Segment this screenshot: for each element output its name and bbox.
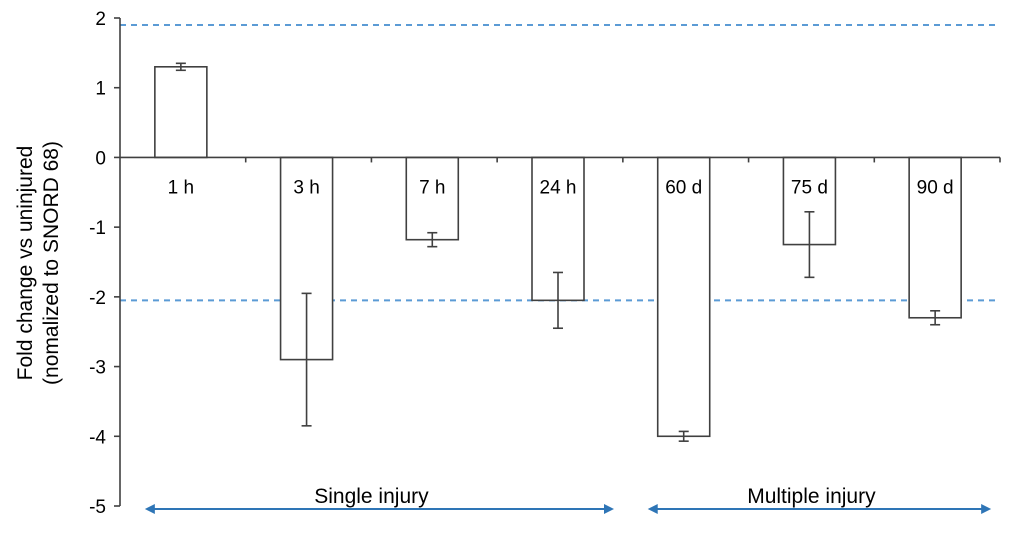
category-label-24h: 24 h (540, 177, 577, 198)
error-bar-90d (930, 309, 941, 326)
y-tick-label: -4 (89, 427, 106, 448)
category-label-3h: 3 h (293, 177, 319, 198)
y-tick-label: 0 (95, 148, 106, 169)
y-tick-label: 1 (95, 79, 106, 100)
error-bar-75d (804, 211, 815, 279)
y-tick-label: -3 (89, 358, 106, 379)
y-tick-label: -2 (89, 288, 106, 309)
bar-90d (908, 156, 962, 319)
group-2: Multiple injury (647, 485, 992, 514)
y-axis-label-line-1: Fold change vs uninjured (14, 146, 37, 381)
error-bar-1h (175, 62, 186, 72)
group-arrow-head-right (604, 504, 614, 514)
error-bar-24h (553, 271, 563, 330)
group-arrow-head-left (144, 504, 155, 514)
category-label-90d: 90 d (917, 177, 954, 198)
bars (154, 66, 962, 438)
group-label: Multiple injury (747, 485, 876, 508)
category-labels: 1 h 3 h 7 h 24 h 60 d 75 d 90 d (168, 177, 954, 198)
category-label-1h: 1 h (168, 177, 194, 198)
bar-1h (154, 66, 208, 159)
category-label-60d: 60 d (665, 177, 702, 198)
category-label-75d: 75 d (791, 177, 828, 198)
category-label-7h: 7 h (419, 177, 445, 198)
group-annotations: Single injury Multiple injury (144, 485, 992, 514)
error-bar-3h (301, 292, 312, 427)
axes: 2 1 0 -1 -2 -3 -4 -5 (89, 9, 1001, 518)
error-bar-7h (427, 231, 438, 248)
group-arrow-head-right (981, 504, 992, 514)
error-bars (175, 62, 941, 442)
group-arrow-head-left (647, 504, 658, 514)
group-1: Single injury (144, 485, 614, 514)
group-label: Single injury (314, 485, 429, 508)
bar-7h (405, 156, 460, 241)
y-tick-label: -1 (89, 218, 106, 239)
error-bar-60d (678, 430, 689, 442)
y-axis-label-line-2: (nomalized to SNORD 68) (40, 141, 63, 385)
bar-60d (656, 156, 711, 438)
y-tick-label: 2 (95, 9, 106, 30)
y-tick-label: -5 (89, 497, 106, 518)
